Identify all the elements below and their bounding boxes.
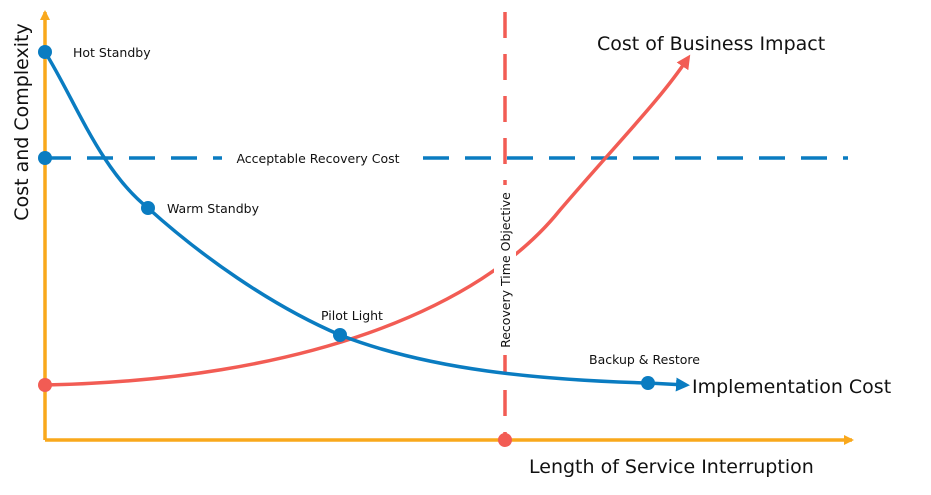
warm-standby-label: Warm Standby	[167, 201, 260, 216]
backup-restore-label: Backup & Restore	[589, 352, 700, 367]
acceptable-recovery-cost-label-bg	[222, 147, 412, 169]
implementation-cost-label: Implementation Cost	[692, 376, 891, 398]
hot-standby-point	[38, 45, 52, 59]
y-axis-title: Cost and Complexity	[11, 23, 33, 220]
acceptable-cost-axis-point	[38, 151, 52, 165]
business-impact-curve	[44, 54, 691, 387]
warm-standby-point	[141, 201, 155, 215]
pilot-light-point	[333, 328, 347, 342]
business-impact-start-point	[38, 378, 52, 392]
rto-axis-point	[498, 433, 512, 447]
implementation-cost-curve	[43, 51, 690, 392]
acceptable-recovery-cost-label: Acceptable Recovery Cost	[236, 151, 399, 166]
backup-restore-point	[641, 376, 655, 390]
recovery-time-objective-label: Recovery Time Objective	[498, 192, 513, 348]
recovery-time-objective-label-bg	[494, 185, 516, 355]
hot-standby-label: Hot Standby	[73, 45, 151, 60]
business-impact-label: Cost of Business Impact	[597, 33, 825, 55]
pilot-light-label: Pilot Light	[321, 308, 383, 323]
x-axis-title: Length of Service Interruption	[529, 456, 814, 478]
